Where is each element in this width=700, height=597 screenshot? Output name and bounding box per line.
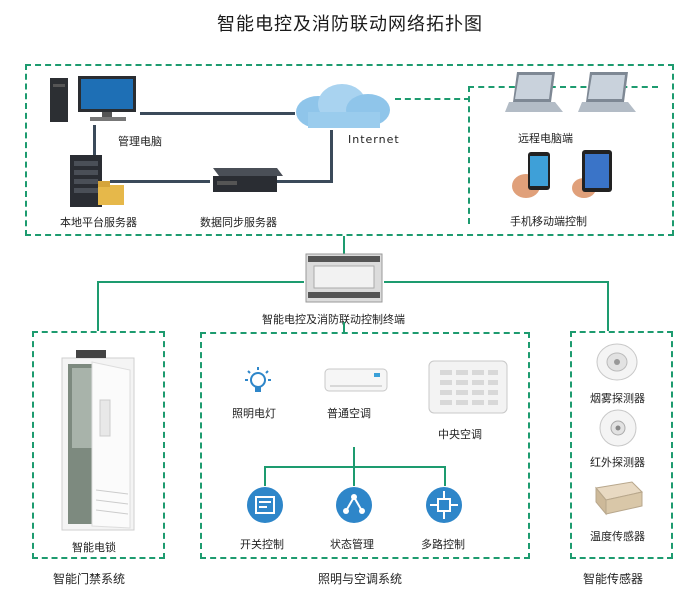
cable-sync-cloud-h xyxy=(275,180,333,183)
tree-trunk xyxy=(353,447,355,467)
door-lock-label: 智能电锁 xyxy=(72,541,116,554)
central-ac-icon xyxy=(428,360,508,414)
management-pc-label: 管理电脑 xyxy=(118,135,162,148)
phone-icon xyxy=(512,152,550,198)
cloud-icon xyxy=(296,84,390,128)
laptop-icon-2 xyxy=(578,72,636,112)
tablet-icon xyxy=(572,150,612,198)
link-left xyxy=(97,281,304,283)
multi-control-icon xyxy=(426,487,462,523)
tree-left xyxy=(264,466,266,486)
switch-control-label: 开关控制 xyxy=(240,538,284,551)
remote-connector xyxy=(395,98,470,100)
tree-bar xyxy=(264,466,446,468)
infrared-detector-label: 红外探测器 xyxy=(590,456,645,469)
cable-pc-server xyxy=(93,125,96,175)
server-icon xyxy=(70,155,124,207)
smoke-detector-label: 烟雾探测器 xyxy=(590,392,645,405)
ac-label: 普通空调 xyxy=(327,407,371,420)
link-right-drop xyxy=(607,281,609,331)
mobile-label: 手机移动端控制 xyxy=(510,215,587,228)
tree-right xyxy=(444,466,446,486)
sensors-box xyxy=(570,331,673,559)
lighting-group-label: 照明与空调系统 xyxy=(318,572,403,586)
cable-server-sync xyxy=(110,180,210,183)
page-title: 智能电控及消防联动网络拓扑图 xyxy=(217,14,483,35)
multi-control-label: 多路控制 xyxy=(421,538,465,551)
smoke-detector-icon xyxy=(596,343,638,381)
link-left-drop xyxy=(97,281,99,331)
link-center-drop xyxy=(343,322,345,334)
internet-label: Internet xyxy=(348,133,400,146)
access-box xyxy=(32,331,165,559)
local-server-label: 本地平台服务器 xyxy=(60,216,137,229)
status-management-label: 状态管理 xyxy=(330,538,374,551)
remote-box xyxy=(468,86,658,224)
monitor-icon xyxy=(50,76,136,122)
sync-server-label: 数据同步服务器 xyxy=(200,216,277,229)
lighting-box xyxy=(200,332,530,559)
cable-pc-cloud xyxy=(140,112,295,115)
temperature-sensor-label: 温度传感器 xyxy=(590,530,645,543)
switch-control-icon xyxy=(247,487,283,523)
remote-pc-label: 远程电脑端 xyxy=(518,132,573,145)
sync-server-icon xyxy=(213,168,283,192)
temperature-sensor-icon xyxy=(595,481,643,516)
access-group-label: 智能门禁系统 xyxy=(53,572,126,586)
laptop-icon xyxy=(505,72,563,112)
tree-mid xyxy=(353,466,355,486)
link-right xyxy=(384,281,609,283)
central-ac-label: 中央空调 xyxy=(438,428,482,441)
status-management-icon xyxy=(336,487,372,523)
bulb-icon xyxy=(245,367,271,392)
infrared-detector-icon xyxy=(599,409,637,447)
controller-icon xyxy=(305,253,383,303)
ac-icon xyxy=(324,368,388,392)
link-network-controller xyxy=(343,236,345,256)
sensors-group-label: 智能传感器 xyxy=(583,572,644,586)
door-icon xyxy=(61,350,135,531)
controller-label: 智能电控及消防联动控制终端 xyxy=(262,313,405,326)
lamp-label: 照明电灯 xyxy=(232,407,276,420)
cable-cloud-sync xyxy=(330,130,333,182)
network-box xyxy=(25,64,674,236)
